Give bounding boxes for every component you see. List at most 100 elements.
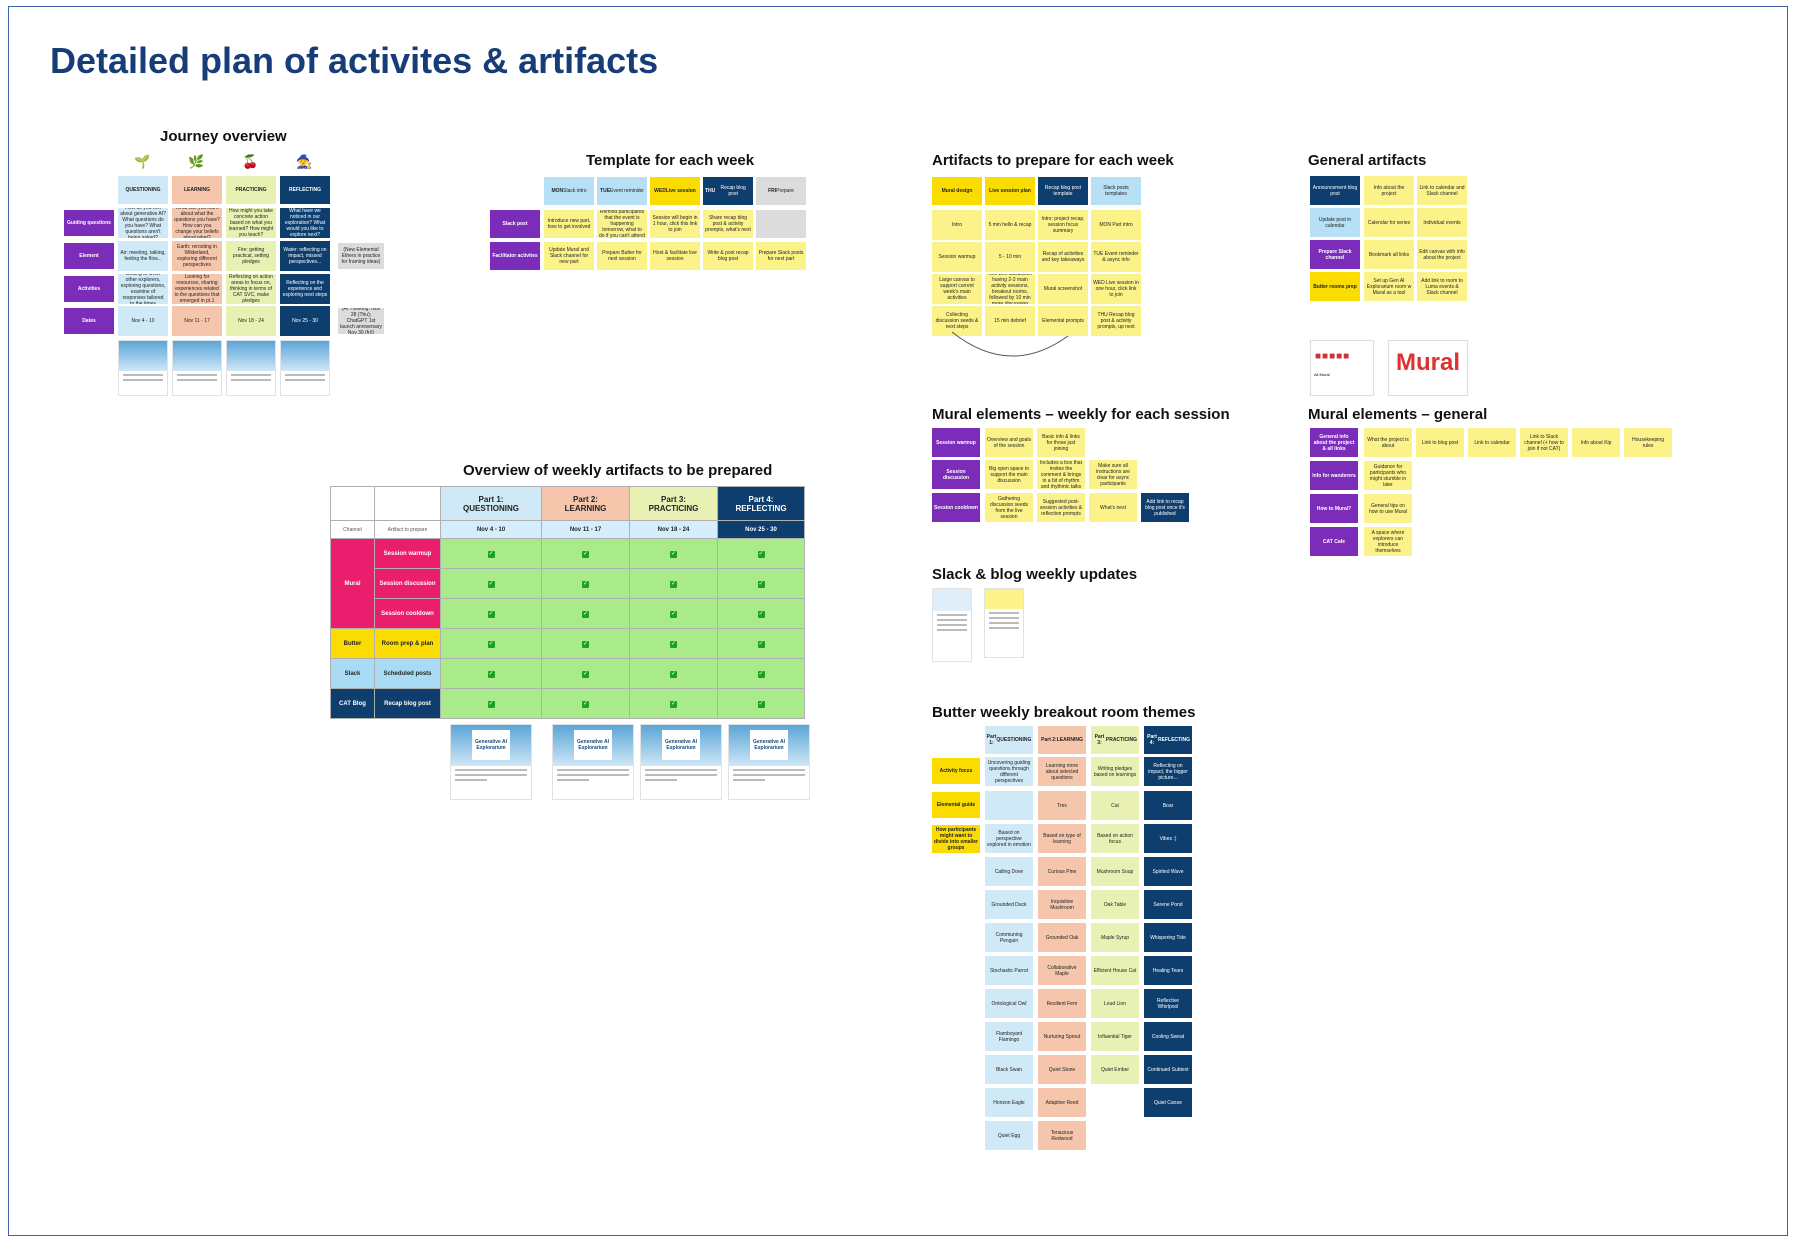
breakout-room-note[interactable]: Serene Pond — [1144, 890, 1192, 919]
breakout-room-note[interactable]: Maple Syrup — [1091, 923, 1139, 952]
general-artifact-note[interactable]: Individual events — [1417, 208, 1467, 237]
artifact-note[interactable]: Recap of activities and key takeaways — [1038, 242, 1088, 272]
blog-post-thumbnail[interactable] — [118, 340, 168, 396]
journey-part-2[interactable]: LEARNING — [172, 176, 222, 204]
mural-general-note[interactable]: Housekeeping rules — [1624, 428, 1672, 457]
butter-part-2[interactable]: Part 2:LEARNING — [1038, 726, 1086, 754]
artifact-note[interactable]: Tool with discussion having 2-3 main act… — [985, 274, 1035, 304]
butter-cell[interactable]: Cat — [1091, 791, 1139, 820]
general-artifact-note[interactable]: Calendar for series — [1364, 208, 1414, 237]
mural-board-thumbnail[interactable]: ■■■■■ All Mural — [1310, 340, 1374, 396]
journey-cell[interactable]: Getting to know other explorers, explori… — [118, 274, 168, 304]
status-cell[interactable]: ✓ — [717, 538, 805, 569]
blog-post-thumbnail[interactable] — [172, 340, 222, 396]
status-cell[interactable]: ✓ — [440, 538, 542, 569]
journey-part-1[interactable]: QUESTIONING — [118, 176, 168, 204]
artifact-note[interactable]: Intro — [932, 210, 982, 240]
breakout-room-note[interactable]: Flamboyant Flamingo — [985, 1022, 1033, 1051]
breakout-room-note[interactable]: Nurturing Sprout — [1038, 1022, 1086, 1051]
breakout-room-note[interactable]: Quiet Egg — [985, 1121, 1033, 1150]
mural-weekly-note[interactable]: Basic info & links for those just joinin… — [1037, 428, 1085, 457]
mural-general-label[interactable]: General info about the project & all lin… — [1310, 428, 1358, 457]
template-cell[interactable]: Host & facilitate live session — [650, 242, 700, 270]
journey-cell[interactable]: Nov 18 - 24 — [226, 306, 276, 336]
journey-cell[interactable]: Nov 11 - 17 — [172, 306, 222, 336]
breakout-room-note[interactable]: Adaptive Reed — [1038, 1088, 1086, 1117]
artifact-note[interactable]: Elemental prompts — [1038, 306, 1088, 336]
general-artifact-note[interactable]: Set up Gen AI Explorarium room w Mural a… — [1364, 272, 1414, 301]
mural-weekly-note[interactable]: What's next — [1089, 493, 1137, 522]
artifact-note[interactable]: 15 min debrief — [985, 306, 1035, 336]
status-cell[interactable]: ✓ — [541, 598, 630, 629]
mural-general-note[interactable]: Link to calendar — [1468, 428, 1516, 457]
template-cell[interactable]: Remind participants that the event is ha… — [597, 210, 647, 238]
blog-post-thumbnail[interactable] — [226, 340, 276, 396]
journey-extra-note[interactable]: (At Thinking: Nov 28 (Thu); ChatGPT 1st … — [338, 308, 384, 334]
journey-cell[interactable]: What can you learn about what the questi… — [172, 208, 222, 238]
breakout-room-note[interactable]: Whispering Tide — [1144, 923, 1192, 952]
mural-general-note[interactable]: What the project is about — [1364, 428, 1412, 457]
breakout-room-note[interactable]: Spirited Wave — [1144, 857, 1192, 886]
status-cell[interactable]: ✓ — [440, 598, 542, 629]
status-cell[interactable]: ✓ — [440, 628, 542, 659]
artifact-header[interactable]: Slack posts templates — [1091, 177, 1141, 205]
mural-general-note[interactable]: Link to blog post — [1416, 428, 1464, 457]
mural-weekly-label[interactable]: Session warmup — [932, 428, 980, 457]
general-artifact-label[interactable]: Prepare Slack channel — [1310, 240, 1360, 269]
slack-update-doc-2[interactable] — [984, 588, 1024, 658]
status-cell[interactable]: ✓ — [629, 628, 718, 659]
status-cell[interactable]: ✓ — [717, 688, 805, 719]
journey-cell[interactable]: Earth: rerooting in Wilderland, explorin… — [172, 241, 222, 271]
status-cell[interactable]: ✓ — [629, 598, 718, 629]
journey-cell[interactable]: How might you take concrete action based… — [226, 208, 276, 238]
general-artifact-label[interactable]: Announcement blog post — [1310, 176, 1360, 205]
artifact-note[interactable]: Intro: project recap, session focus summ… — [1038, 210, 1088, 240]
butter-cell[interactable]: Writing pledges based on learnings — [1091, 757, 1139, 786]
mural-general-note[interactable]: A space where explorers can introduce th… — [1364, 527, 1412, 556]
breakout-room-note[interactable]: Ontological Owl — [985, 989, 1033, 1018]
artifact-header[interactable]: Mural design — [932, 177, 982, 205]
mural-weekly-note[interactable]: Overview and goals of the session — [985, 428, 1033, 457]
journey-cell[interactable]: Air: meeting, talking, feeling the flow.… — [118, 241, 168, 271]
part-header-2[interactable]: Part 2:LEARNING — [541, 486, 630, 521]
mural-general-note[interactable]: General tips on how to use Mural — [1364, 494, 1412, 523]
general-artifact-note[interactable]: Edit canvas with info about the project — [1417, 240, 1467, 269]
mural-weekly-note[interactable]: Make sure all instructions are clear for… — [1089, 460, 1137, 489]
general-artifact-note[interactable]: Bookmark all links — [1364, 240, 1414, 269]
mural-general-note[interactable]: Guidance for participants who might stum… — [1364, 461, 1412, 490]
artifact-note[interactable]: WED Live session in one hour, click link… — [1091, 274, 1141, 304]
template-cell[interactable]: Prepare Butter for next session — [597, 242, 647, 270]
status-cell[interactable]: ✓ — [629, 688, 718, 719]
breakout-room-note[interactable]: Tenacious Redwood — [1038, 1121, 1086, 1150]
mural-logo-thumbnail[interactable]: Mural — [1388, 340, 1468, 396]
general-artifact-label[interactable]: Butter rooms prep — [1310, 272, 1360, 301]
breakout-room-note[interactable]: Cooling Sweat — [1144, 1022, 1192, 1051]
artifact-header[interactable]: Recap blog post template — [1038, 177, 1088, 205]
breakout-room-note[interactable]: Quiet Stone — [1038, 1055, 1086, 1084]
breakout-room-note[interactable]: Grounded Oak — [1038, 923, 1086, 952]
breakout-room-note[interactable]: Curious Pine — [1038, 857, 1086, 886]
journey-cell[interactable]: Nov 25 - 30 — [280, 306, 330, 336]
butter-cell[interactable]: Based on perspective explored in emotion — [985, 824, 1033, 853]
recap-blog-thumbnail[interactable]: Generative AI Explorarium — [450, 724, 532, 800]
artifact-note[interactable]: Session warmup — [932, 242, 982, 272]
butter-cell[interactable] — [985, 791, 1033, 820]
butter-cell[interactable]: Reflecting on impact, the bigger picture… — [1144, 757, 1192, 786]
breakout-room-note[interactable]: Quiet Canoe — [1144, 1088, 1192, 1117]
blog-post-thumbnail[interactable] — [280, 340, 330, 396]
template-cell[interactable]: Session will begin in 1 hour, click this… — [650, 210, 700, 238]
mural-weekly-label[interactable]: Session discussion — [932, 460, 980, 489]
journey-cell[interactable]: Reflecting on action areas to focus on, … — [226, 274, 276, 304]
recap-blog-thumbnail[interactable]: Generative AI Explorarium — [552, 724, 634, 800]
template-cell[interactable]: Share recap blog post & activity prompts… — [703, 210, 753, 238]
breakout-room-note[interactable]: Grounded Duck — [985, 890, 1033, 919]
mural-weekly-note[interactable]: Gathering discussion seeds from the live… — [985, 493, 1033, 522]
status-cell[interactable]: ✓ — [440, 568, 542, 599]
artifact-note[interactable]: MON Part intro — [1091, 210, 1141, 240]
artifact-note[interactable]: TUE Event reminder & async info — [1091, 242, 1141, 272]
butter-cell[interactable]: Vibes :) — [1144, 824, 1192, 853]
journey-cell[interactable]: Looking for resources, sharing experienc… — [172, 274, 222, 304]
